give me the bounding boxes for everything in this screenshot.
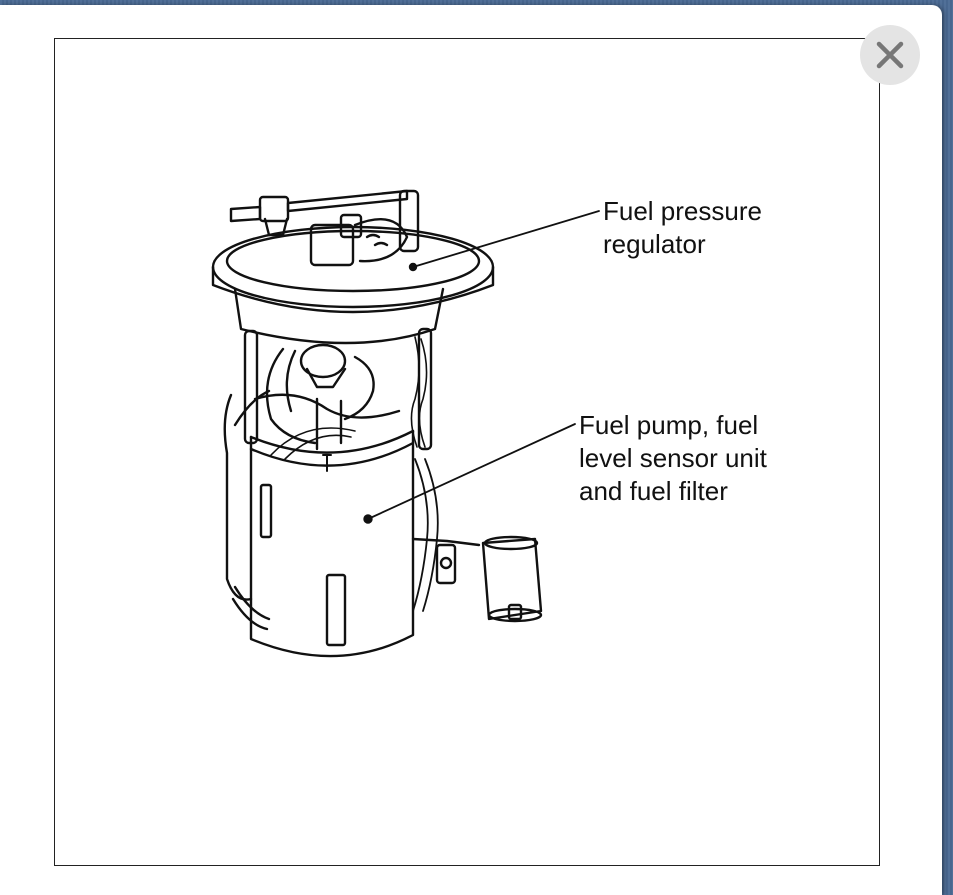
close-icon bbox=[876, 41, 904, 69]
fuel-pump-illustration bbox=[211, 189, 600, 658]
image-viewer: Fuel pressure regulator Fuel pump, fuel … bbox=[0, 5, 942, 895]
pump-leader-line bbox=[367, 423, 576, 520]
regulator-callout: Fuel pressure regulator bbox=[603, 196, 762, 259]
pump-callout: Fuel pump, fuel level sensor unit and fu… bbox=[579, 410, 767, 506]
figure-frame: Fuel pressure regulator Fuel pump, fuel … bbox=[54, 38, 880, 866]
close-button[interactable] bbox=[860, 25, 920, 85]
regulator-leader-line bbox=[412, 210, 600, 268]
